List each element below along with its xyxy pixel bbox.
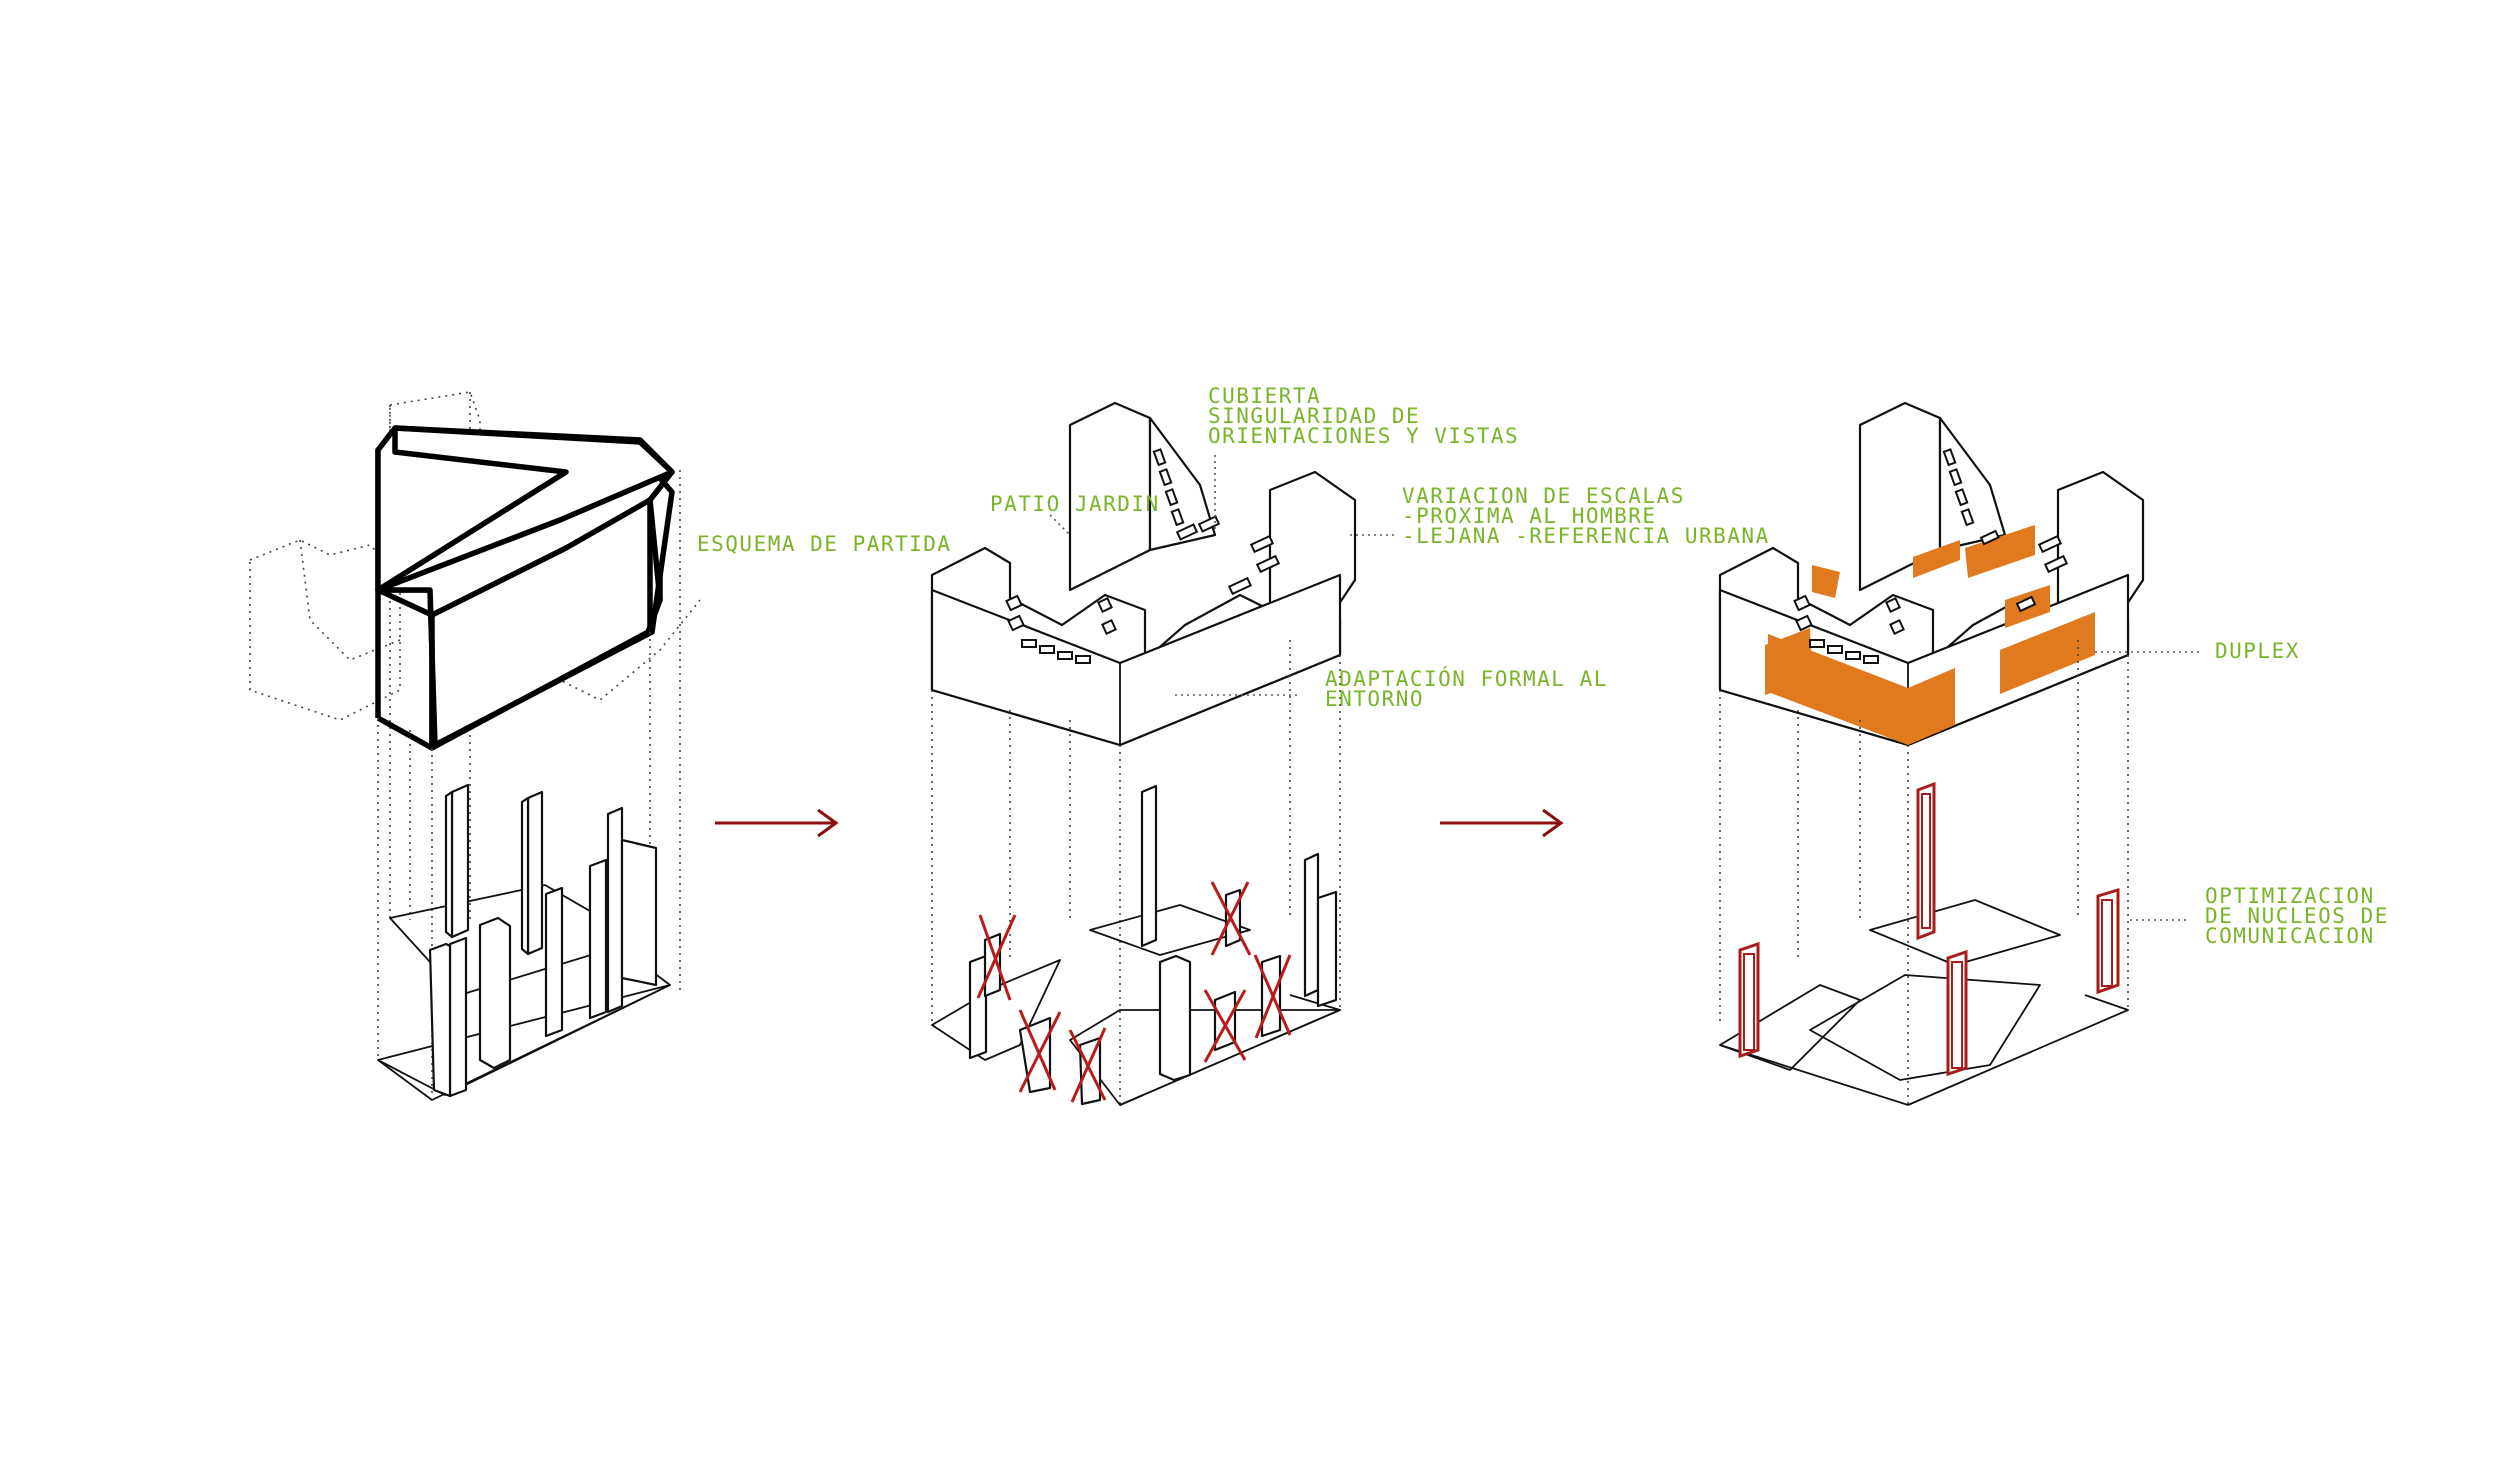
label-esquema-de-partida: ESQUEMA DE PARTIDA [697, 532, 952, 556]
optimized-cores [1738, 781, 2120, 1077]
label-variacion-line-1: VARIACION DE ESCALAS [1402, 484, 1685, 508]
windows-3 [1793, 448, 2069, 664]
label-duplex: DUPLEX [2215, 639, 2300, 663]
label-variacion-line-3: -LEJANA -REFERENCIA URBANA [1402, 524, 1770, 548]
structural-cores [428, 783, 658, 1098]
label-optimizacion-line-3: COMUNICACION [2205, 924, 2375, 948]
label-variacion: VARIACION DE ESCALAS -PROXIMA AL HOMBRE … [1402, 484, 1770, 548]
structural-cores-2 [968, 784, 1338, 1106]
label-patio-jardin: PATIO JARDIN [990, 492, 1160, 516]
label-cubierta: CUBIERTA SINGULARIDAD DE ORIENTACIONES Y… [1208, 384, 1519, 448]
panel-esquema-de-partida [249, 391, 701, 1101]
label-variacion-line-2: -PROXIMA AL HOMBRE [1402, 504, 1657, 528]
floor-plates-3 [1719, 899, 2129, 1106]
projection-lines-2 [931, 640, 1341, 1105]
label-adaptacion: ADAPTACIÓN FORMAL AL ENTORNO [1325, 666, 1608, 711]
leaders-3 [2095, 651, 2200, 921]
label-cubierta-line-1: CUBIERTA [1208, 384, 1321, 408]
rear-tower [1068, 401, 1357, 627]
windows [1005, 448, 1281, 664]
duplex-zones [1765, 525, 2095, 745]
label-adaptacion-line-1: ADAPTACIÓN FORMAL AL [1325, 666, 1608, 691]
arrow-2 [1440, 808, 1564, 838]
label-optimizacion: OPTIMIZACION DE NUCLEOS DE COMUNICACION [2205, 884, 2389, 948]
label-optimizacion-line-2: DE NUCLEOS DE [2205, 904, 2389, 928]
panel-duplex [1718, 401, 2200, 1106]
panel-variacion [930, 401, 1395, 1106]
initial-block [375, 425, 675, 751]
label-optimizacion-line-1: OPTIMIZACION [2205, 884, 2375, 908]
label-cubierta-line-2: SINGULARIDAD DE [1208, 404, 1420, 428]
removed-core-crosses [976, 881, 1292, 1103]
leaders-2 [1049, 455, 1395, 696]
arrow-1 [715, 808, 839, 838]
label-cubierta-line-3: ORIENTACIONES Y VISTAS [1208, 424, 1519, 448]
projection-lines-3 [1719, 640, 2129, 1105]
label-adaptacion-line-2: ENTORNO [1325, 687, 1424, 711]
